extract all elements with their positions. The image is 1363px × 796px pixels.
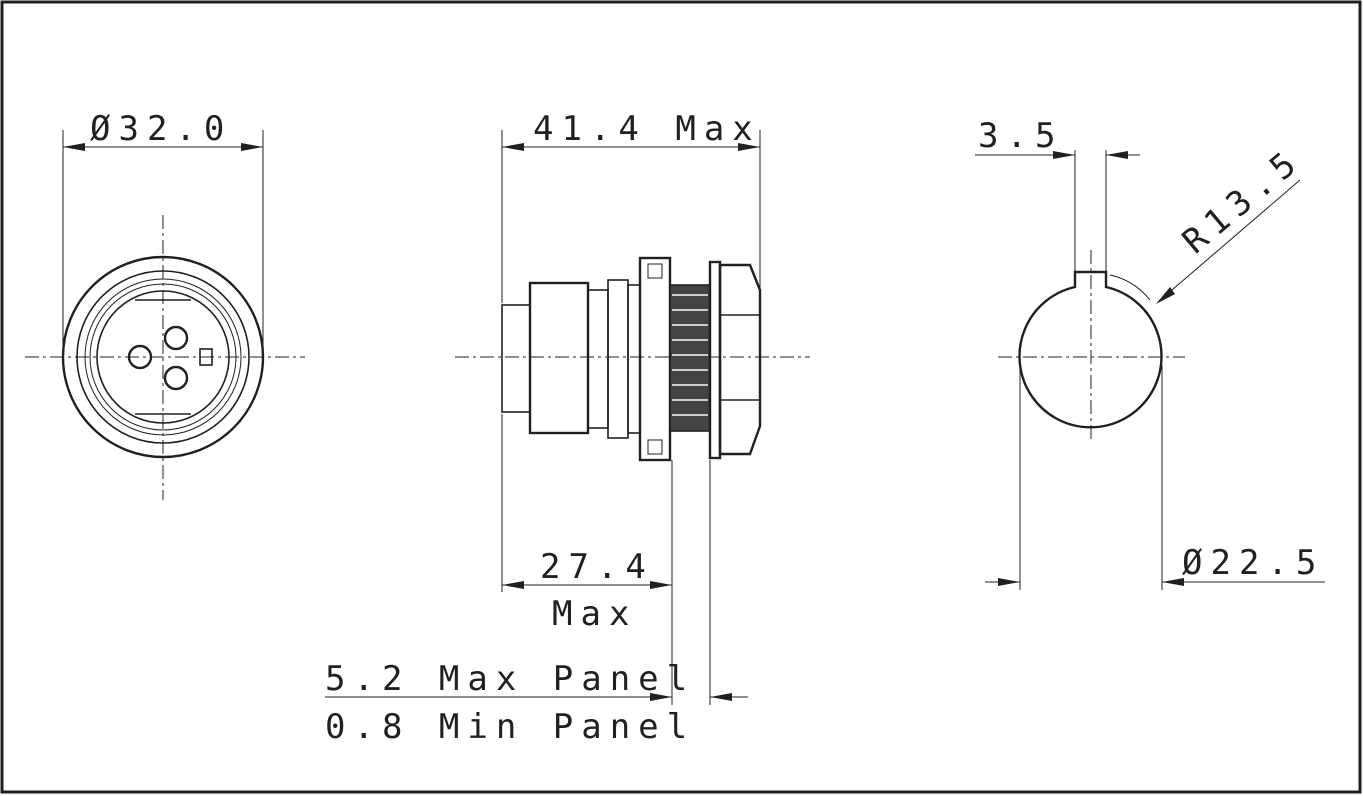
pin-1 xyxy=(127,344,153,370)
pin-3 xyxy=(163,365,189,391)
body-length-suffix: Max xyxy=(552,594,637,634)
diameter-22-label: Ø22.5 xyxy=(1182,543,1324,583)
outer-shell xyxy=(61,255,265,459)
body-length-label: 27.4 xyxy=(540,547,654,587)
thread xyxy=(669,284,711,432)
diameter-32-label: Ø32.0 xyxy=(90,109,232,149)
hex-nut xyxy=(718,263,762,456)
radius-leader xyxy=(1157,179,1301,303)
panel-max-label: 5.2 Max Panel xyxy=(325,659,695,699)
side-view: 41.4 Max 27.4 Max 5.2 Max Panel 0.8 Min … xyxy=(325,109,810,747)
panel-min-label: 0.8 Min Panel xyxy=(325,707,695,747)
main-body xyxy=(528,281,590,435)
insert xyxy=(96,290,230,424)
radius-label: R13.5 xyxy=(1175,140,1310,262)
key xyxy=(199,348,213,366)
key-width-label: 3.5 xyxy=(978,116,1063,156)
cutout-outline xyxy=(1018,270,1163,429)
overall-length-label: 41.4 Max xyxy=(533,109,761,149)
rear-body xyxy=(501,304,531,413)
flange xyxy=(638,256,672,462)
front-view: Ø32.0 xyxy=(25,109,305,500)
coupling-ring xyxy=(76,270,250,444)
panel-nut-washer xyxy=(708,260,722,460)
pin-2 xyxy=(163,325,189,351)
panel-cutout-view: 3.5 R13.5 Ø22.5 xyxy=(975,116,1325,590)
